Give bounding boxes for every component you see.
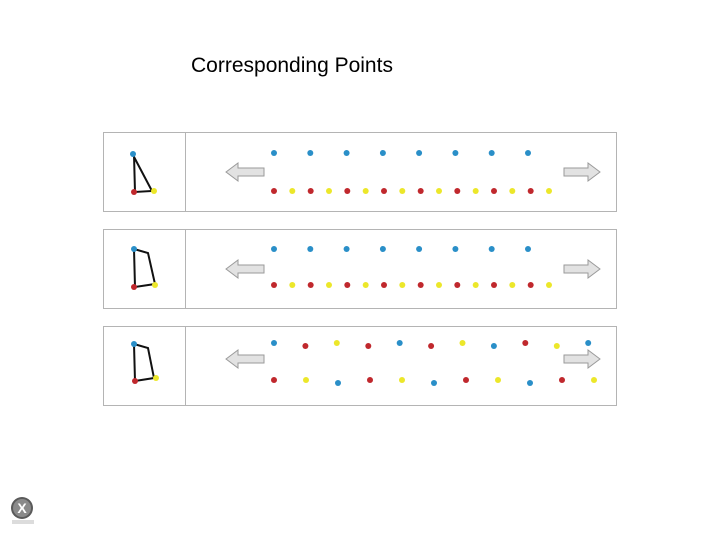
left-arrow-icon — [225, 349, 265, 369]
yellow-point — [591, 377, 597, 383]
blue-point — [416, 246, 423, 252]
panel-divider — [185, 327, 186, 405]
red-point — [491, 188, 497, 194]
blue-point — [525, 150, 531, 156]
right-arrow-icon — [563, 349, 601, 369]
yellow-point — [472, 282, 479, 288]
red-point — [491, 282, 497, 288]
blue-point — [585, 340, 592, 346]
page-title: Corresponding Points — [191, 54, 393, 77]
blue-point — [525, 246, 531, 252]
blue-point — [379, 150, 386, 156]
quad-shape — [131, 341, 159, 384]
red-point — [417, 188, 424, 194]
points-area — [225, 246, 601, 288]
blue-point — [271, 246, 277, 252]
red-point — [527, 188, 534, 194]
blue-point — [307, 246, 314, 252]
red-point — [271, 188, 277, 194]
svg-text:X: X — [17, 500, 27, 516]
yellow-point — [472, 188, 479, 194]
blue-point — [527, 380, 533, 386]
red-point — [522, 340, 529, 346]
x-logo-icon: X — [11, 497, 34, 524]
red-point — [365, 343, 372, 349]
blue-point — [488, 246, 495, 252]
yellow-point — [289, 188, 296, 194]
blue-point — [431, 380, 437, 386]
yellow-point — [436, 282, 442, 288]
yellow-point — [326, 188, 332, 194]
blue-point — [335, 380, 341, 386]
yellow-point — [495, 377, 501, 383]
yellow-point — [333, 340, 340, 346]
red-point — [381, 188, 387, 194]
red-point — [527, 282, 534, 288]
right-arrow-icon — [563, 162, 601, 182]
red-point — [344, 282, 351, 288]
blue-point — [343, 246, 350, 252]
blue-point — [416, 150, 423, 156]
red-point — [344, 188, 351, 194]
blue-point — [307, 150, 314, 156]
blue-point — [452, 150, 459, 156]
blue-point — [343, 150, 350, 156]
yellow-point — [553, 343, 560, 349]
right-arrow-icon — [563, 259, 601, 279]
red-point — [307, 282, 314, 288]
panel-1 — [103, 132, 617, 212]
left-arrow-icon — [225, 259, 265, 279]
red-point — [271, 282, 277, 288]
red-point — [367, 377, 373, 383]
yellow-point — [399, 188, 406, 194]
red-point — [307, 188, 314, 194]
red-point — [417, 282, 424, 288]
panel-divider — [185, 230, 186, 308]
blue-point — [379, 246, 386, 252]
red-point — [302, 343, 309, 349]
red-point — [454, 188, 461, 194]
red-point — [428, 343, 435, 349]
quad-shape — [131, 246, 158, 290]
panel-divider — [185, 133, 186, 211]
yellow-point — [436, 188, 442, 194]
yellow-point — [399, 377, 405, 383]
red-point — [559, 377, 565, 383]
yellow-point — [509, 188, 516, 194]
points-area — [225, 340, 601, 386]
left-arrow-icon — [225, 162, 265, 182]
yellow-point — [459, 340, 466, 346]
red-point — [381, 282, 387, 288]
blue-point — [452, 246, 459, 252]
yellow-point — [546, 188, 552, 194]
panel-2 — [103, 229, 617, 309]
yellow-point — [362, 188, 369, 194]
red-point — [454, 282, 461, 288]
yellow-point — [303, 377, 309, 383]
yellow-point — [509, 282, 516, 288]
yellow-point — [546, 282, 552, 288]
points-area — [225, 150, 601, 194]
blue-point — [488, 150, 495, 156]
panel-3 — [103, 326, 617, 406]
blue-point — [396, 340, 403, 346]
triangle-shape — [130, 151, 157, 195]
yellow-point — [362, 282, 369, 288]
yellow-point — [326, 282, 332, 288]
blue-point — [271, 150, 277, 156]
red-point — [271, 377, 277, 383]
red-point — [463, 377, 469, 383]
yellow-point — [289, 282, 296, 288]
blue-point — [490, 343, 497, 349]
yellow-point — [399, 282, 406, 288]
blue-point — [271, 340, 277, 346]
